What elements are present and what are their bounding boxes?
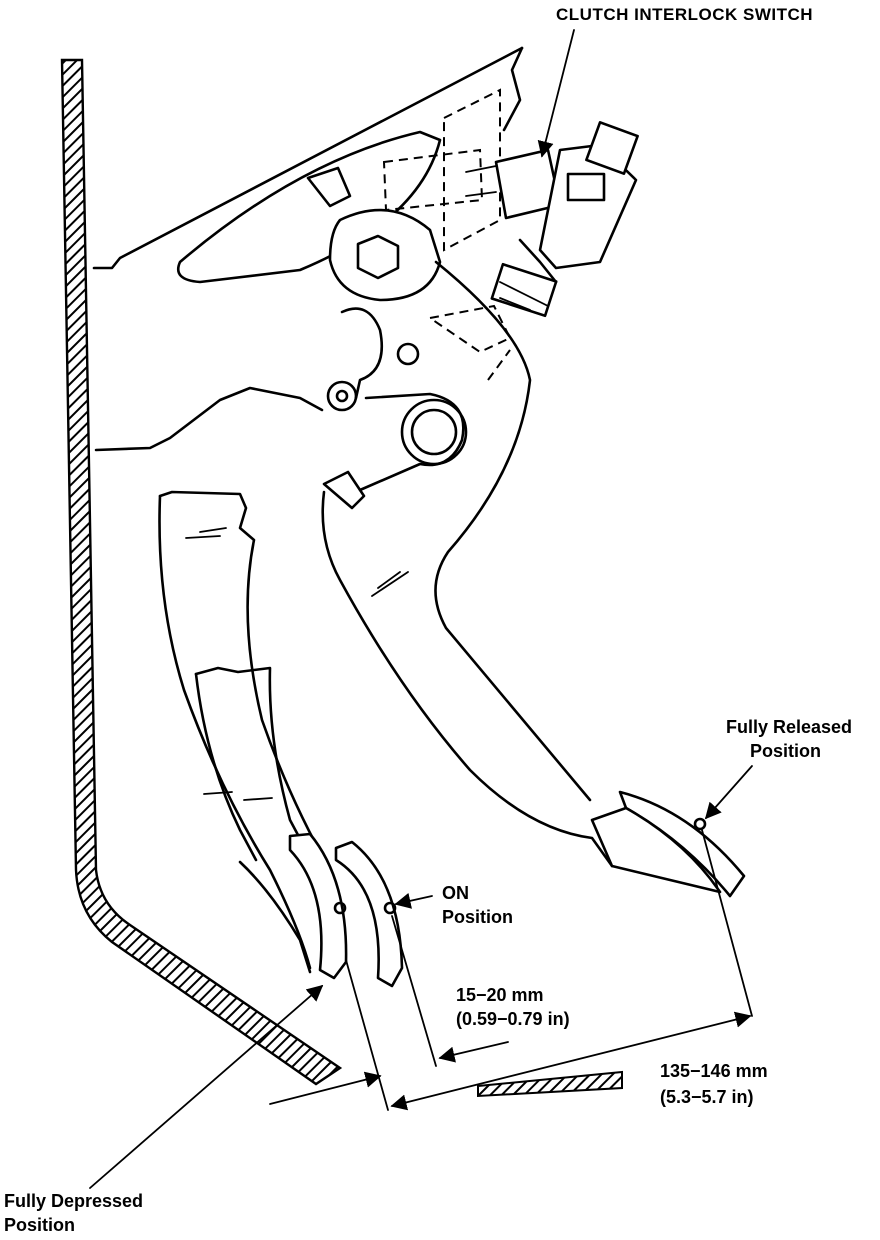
fully-depressed-label-line1: Fully Depressed [4, 1191, 144, 1211]
pedal-pivot-assembly [306, 166, 512, 510]
clutch-pedal-arm-released [321, 260, 746, 898]
clutch-pedal-arm-depressed [158, 490, 404, 988]
fully-released-label-line1: Fully Released [726, 717, 853, 737]
dimension-lines [269, 829, 753, 1111]
on-travel-mm-label: 15−20 mm [456, 985, 544, 1005]
on-position-label-line2: Position [442, 907, 513, 927]
pedal-bracket [92, 46, 524, 452]
leader-released [704, 765, 753, 820]
fully-depressed-label-line2: Position [4, 1215, 75, 1235]
on-travel-in-label: (0.59−0.79 in) [456, 1009, 570, 1029]
floor-hatch-segment [477, 1070, 623, 1098]
clutch-interlock-switch-body [382, 121, 639, 318]
leader-depressed [89, 984, 324, 1189]
full-travel-in-label: (5.3−5.7 in) [660, 1087, 754, 1107]
full-travel-mm-label: 135−146 mm [660, 1061, 768, 1081]
fully-released-label-line2: Position [750, 741, 821, 761]
clutch-interlock-switch-label: CLUTCH INTERLOCK SWITCH [556, 5, 814, 24]
firewall-hatched-wall [60, 58, 343, 1086]
leader-on [394, 892, 433, 909]
leader-switch [537, 29, 575, 158]
on-position-label-line1: ON [442, 883, 469, 903]
